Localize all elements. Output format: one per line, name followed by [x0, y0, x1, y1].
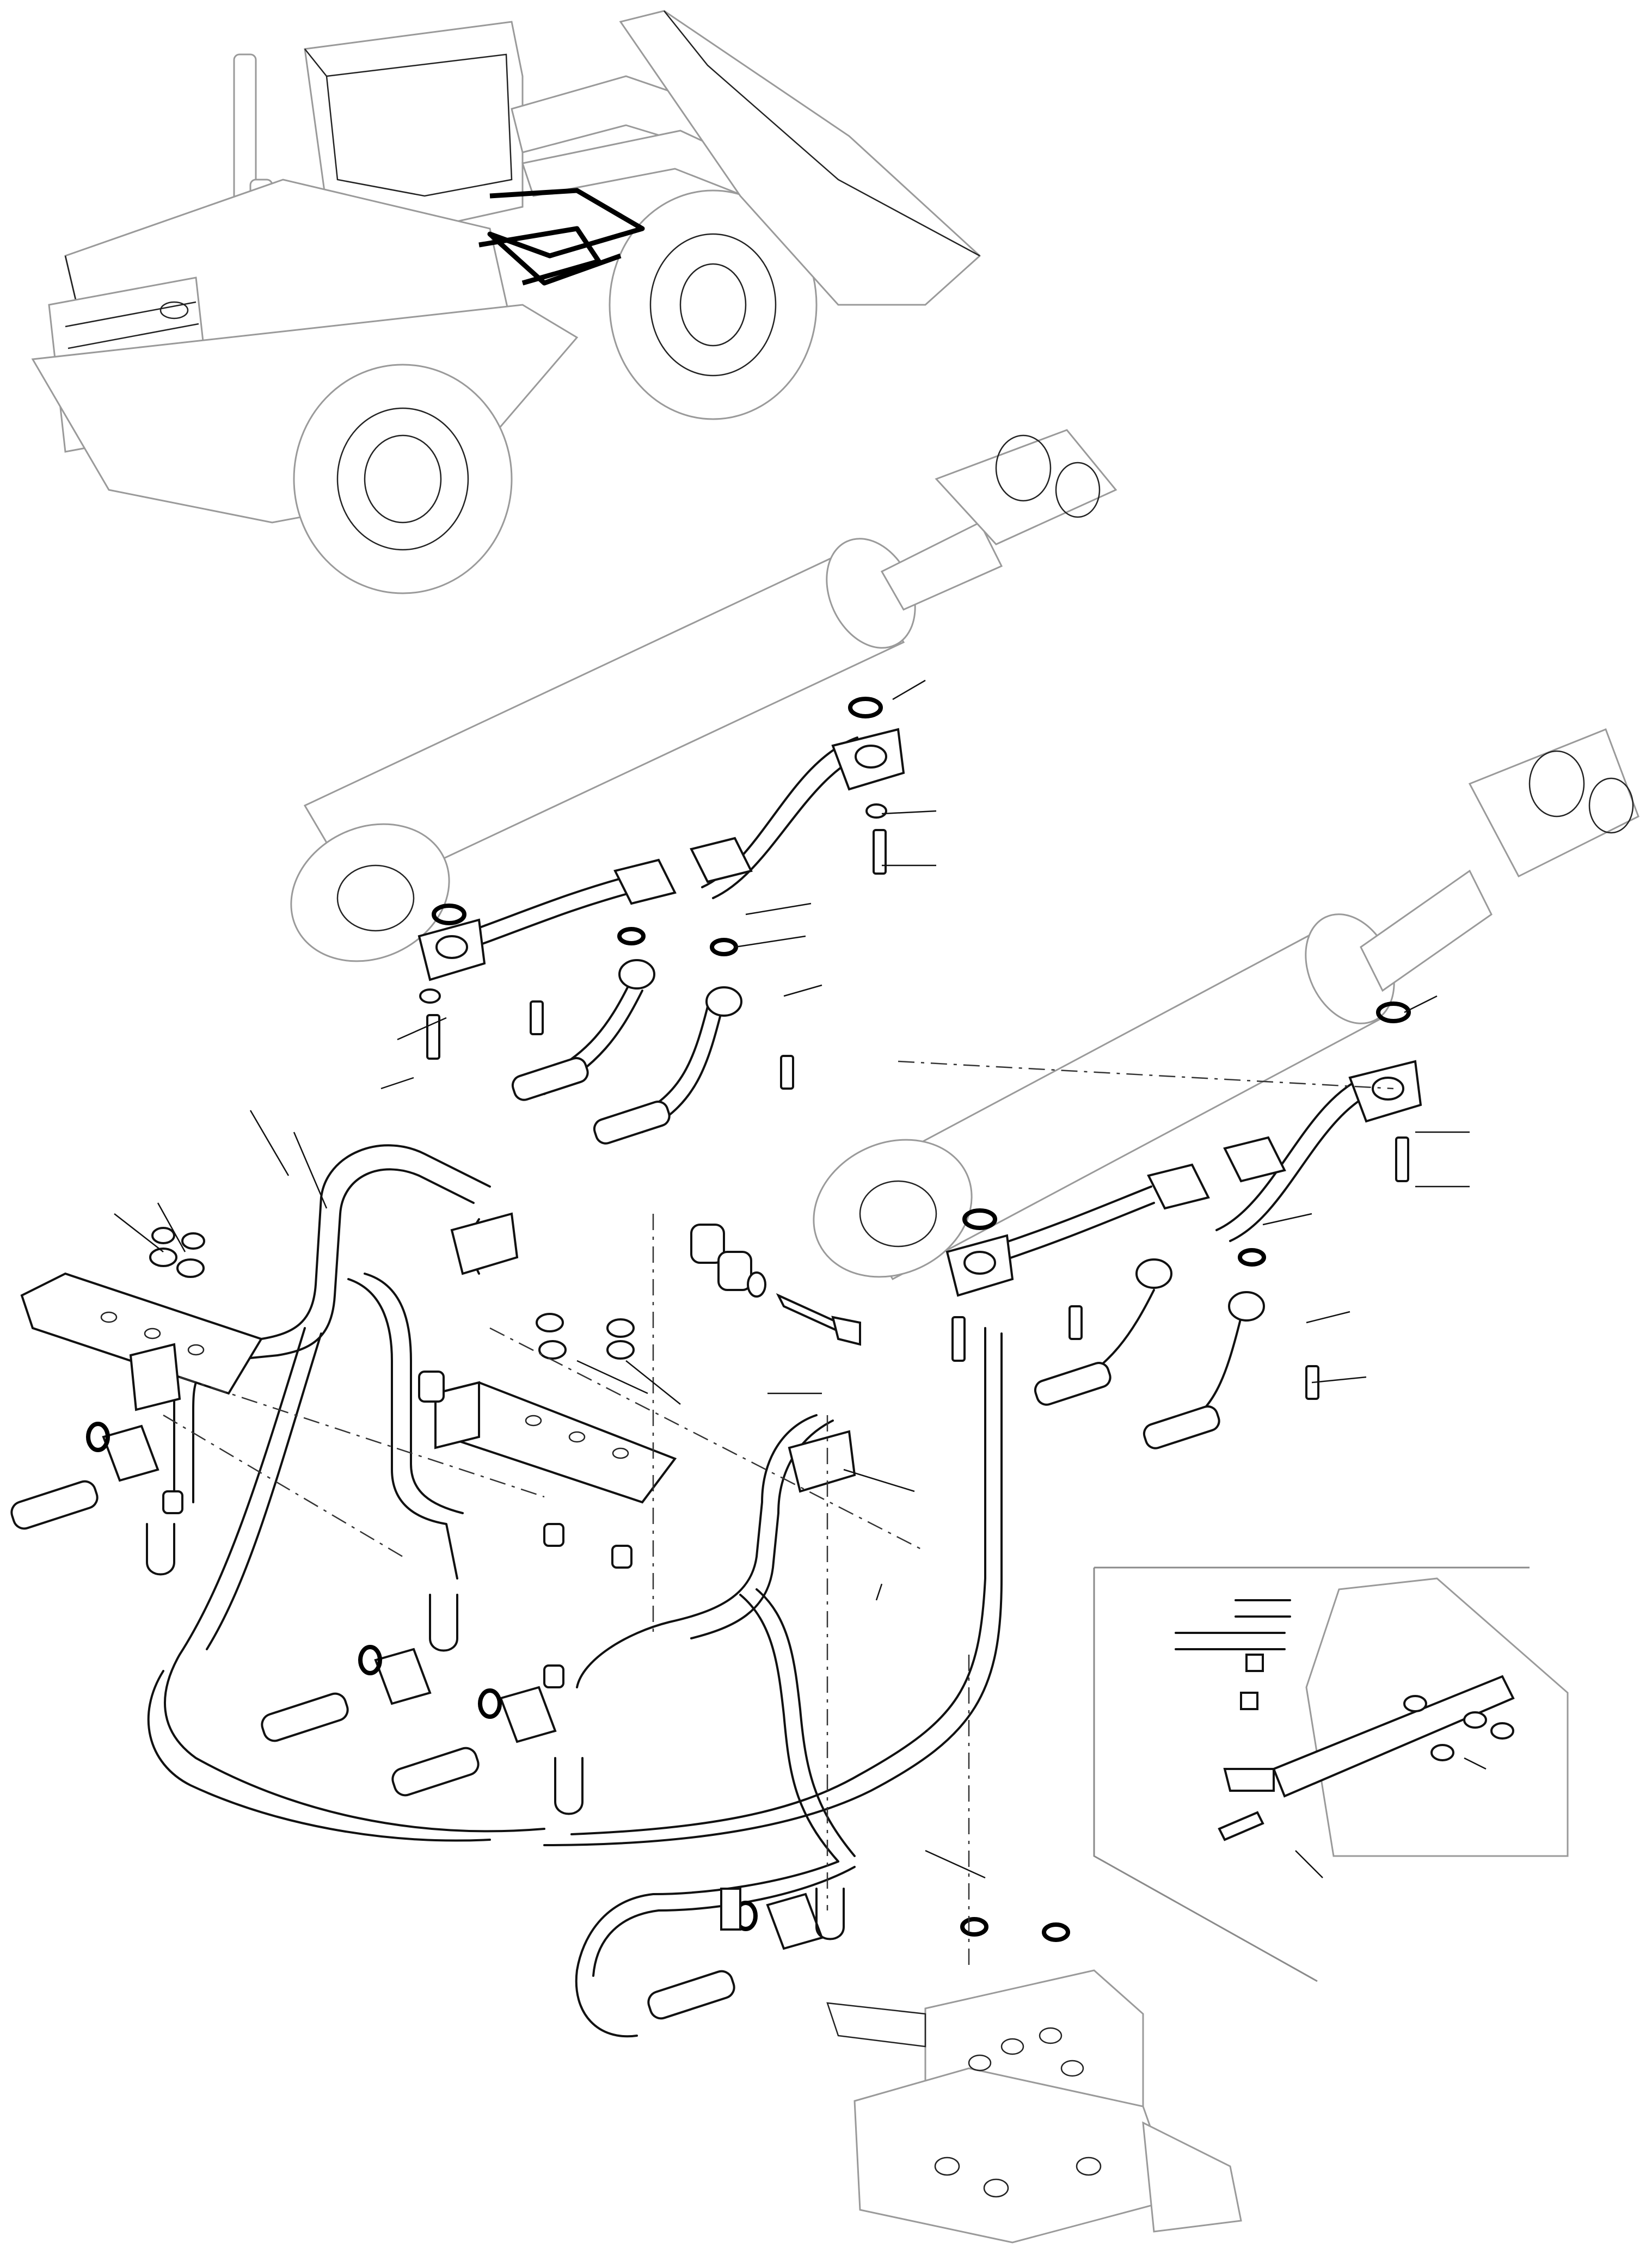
left-lift-cylinder [290, 429, 1117, 962]
loader-highlighted-lines [478, 188, 645, 286]
bracket-hardware [149, 1227, 635, 1688]
right-lift-cylinder [813, 728, 1639, 1281]
detail-inset [1093, 1566, 1569, 1982]
right-small-parts [951, 1001, 1411, 1400]
centerlines [163, 1060, 1394, 1970]
wheel-loader-locator [31, 10, 981, 594]
left-mounting-bracket [20, 1272, 263, 1411]
spacers-and-bolt [690, 1224, 861, 1346]
center-mounting-bracket [434, 1381, 677, 1504]
right-upper-flange [1348, 1060, 1422, 1123]
leader-lines [114, 679, 1487, 1879]
left-cylinder-base-eye [290, 823, 450, 962]
hydraulic-pipe-runs [147, 1144, 1003, 2038]
left-small-parts [419, 697, 887, 1090]
control-valve [826, 1969, 1242, 2244]
loader-bucket [619, 10, 981, 306]
loader-front-wheel [609, 189, 818, 420]
left-upper-flange [831, 728, 905, 791]
right-cylinder-rod-eye [1468, 728, 1639, 877]
flange-fittings [102, 1212, 856, 1950]
right-hose-ends [1034, 1258, 1265, 1449]
left-pipe-clamps [613, 837, 753, 905]
right-cylinder-base-eye [813, 1139, 973, 1278]
tag-marker [720, 1888, 741, 1931]
right-cylinder-rod [1360, 869, 1493, 992]
u-bolts [146, 1523, 845, 1940]
left-lower-flange [417, 918, 486, 981]
right-lower-flange [945, 1234, 1014, 1297]
left-hose-ends [511, 959, 742, 1145]
left-cylinder-rod [880, 521, 1003, 611]
loader-rear-wheel [293, 364, 513, 594]
right-pipe-clamps [1147, 1136, 1286, 1210]
left-cylinder-rod-eye [935, 429, 1117, 545]
hose-assemblies [10, 1480, 735, 2020]
